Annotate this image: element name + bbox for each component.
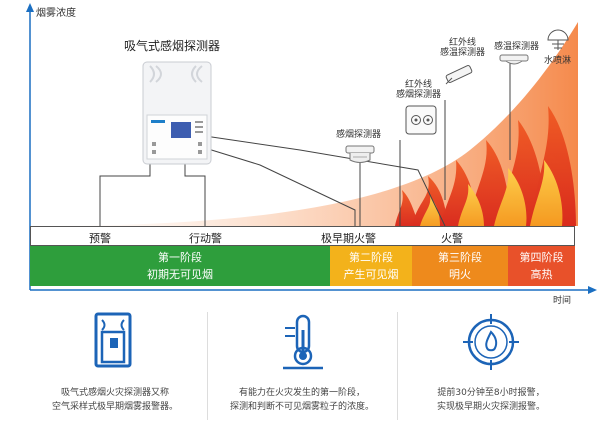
phase-4-title: 第四阶段 bbox=[519, 251, 564, 264]
feature-2: 有能力在火灾发生的第一阶段， 探测和判断不可见烟雾粒子的浓度。 bbox=[207, 310, 397, 414]
marker-early-fire-alarm: 极早期火警 bbox=[321, 232, 376, 245]
detector-device-icon bbox=[94, 312, 132, 368]
fire-stage-diagram: 烟雾浓度 时间 吸气式感烟探测器 感烟探测器 红外线 感烟探测器 红外线 感温探… bbox=[26, 3, 597, 306]
ir-smoke-detector-icon bbox=[405, 105, 437, 135]
divider-1 bbox=[207, 312, 208, 420]
ir-smoke-detector-label: 红外线 感烟探测器 bbox=[396, 80, 441, 101]
divider-2 bbox=[397, 312, 398, 420]
phase-2: 第二阶段 产生可见烟 bbox=[330, 246, 412, 286]
phase-2-title: 第二阶段 bbox=[349, 251, 393, 264]
ir-smoke-label-line2: 感烟探测器 bbox=[396, 90, 442, 101]
thermometer-icon bbox=[283, 314, 323, 370]
alarm-level-row: 预警 行动警 极早期火警 火警 bbox=[30, 226, 575, 246]
smoke-detector-icon bbox=[345, 145, 375, 163]
diagram-canvas bbox=[26, 3, 597, 294]
x-axis-arrow bbox=[588, 286, 597, 294]
y-axis-arrow bbox=[26, 3, 34, 12]
feature-1-text: 吸气式感烟火灾探测器又称 空气采样式极早期烟雾报警器。 bbox=[20, 386, 210, 414]
target-flame-icon bbox=[463, 314, 519, 370]
aspirating-detector-device bbox=[142, 61, 212, 165]
feature-section: 吸气式感烟火灾探测器又称 空气采样式极早期烟雾报警器。 有能力在火灾发生的第一阶… bbox=[0, 300, 603, 434]
phase-4-desc: 高热 bbox=[530, 268, 553, 281]
phase-3-desc: 明火 bbox=[449, 268, 471, 281]
feature-2-line2: 探测和判断不可见烟雾粒子的浓度。 bbox=[229, 402, 374, 412]
ir-heat-label-line1: 红外线 bbox=[449, 38, 477, 48]
phase-3-title: 第三阶段 bbox=[438, 251, 482, 264]
smoke-curve-area bbox=[40, 22, 578, 226]
feature-2-text: 有能力在火灾发生的第一阶段， 探测和判断不可见烟雾粒子的浓度。 bbox=[207, 386, 397, 414]
feature-3-line1: 提前30分钟至8小时报警， bbox=[437, 388, 545, 398]
x-axis-label: 时间 bbox=[553, 296, 572, 306]
phase-3: 第三阶段 明火 bbox=[412, 246, 508, 286]
ir-heat-label-line2: 感温探测器 bbox=[440, 48, 486, 59]
feature-3-line2: 实现极早期火灾探测报警。 bbox=[436, 402, 545, 412]
feature-2-line1: 有能力在火灾发生的第一阶段， bbox=[238, 388, 365, 398]
feature-3-text: 提前30分钟至8小时报警， 实现极早期火灾探测报警。 bbox=[396, 386, 586, 414]
heat-detector-icon bbox=[499, 54, 529, 65]
marker-action-alarm: 行动警 bbox=[189, 232, 222, 245]
feature-3: 提前30分钟至8小时报警， 实现极早期火灾探测报警。 bbox=[396, 310, 586, 414]
phase-1-title: 第一阶段 bbox=[158, 251, 202, 264]
smoke-detector-label: 感烟探测器 bbox=[336, 130, 382, 140]
feature-1-line1: 吸气式感烟火灾探测器又称 bbox=[60, 388, 169, 398]
phase-2-desc: 产生可见烟 bbox=[343, 268, 399, 281]
sprinkler-icon bbox=[547, 29, 569, 50]
phase-1-desc: 初期无可见烟 bbox=[147, 268, 213, 281]
heat-detector-label: 感温探测器 bbox=[494, 42, 540, 52]
ir-smoke-label-line1: 红外线 bbox=[405, 80, 433, 90]
feature-1-line2: 空气采样式极早期烟雾报警器。 bbox=[51, 402, 178, 412]
sprinkler-label: 水喷淋 bbox=[544, 56, 572, 66]
marker-pre-alarm: 预警 bbox=[89, 232, 111, 245]
ir-heat-detector-label: 红外线 感温探测器 bbox=[440, 38, 485, 59]
ir-heat-detector-icon bbox=[445, 65, 473, 85]
marker-fire-alarm: 火警 bbox=[441, 232, 463, 245]
y-axis-label: 烟雾浓度 bbox=[36, 8, 76, 19]
aspirating-detector-label: 吸气式感烟探测器 bbox=[124, 39, 221, 53]
feature-1: 吸气式感烟火灾探测器又称 空气采样式极早期烟雾报警器。 bbox=[20, 310, 210, 414]
phase-1: 第一阶段 初期无可见烟 bbox=[30, 246, 330, 286]
phase-4: 第四阶段 高热 bbox=[508, 246, 575, 286]
